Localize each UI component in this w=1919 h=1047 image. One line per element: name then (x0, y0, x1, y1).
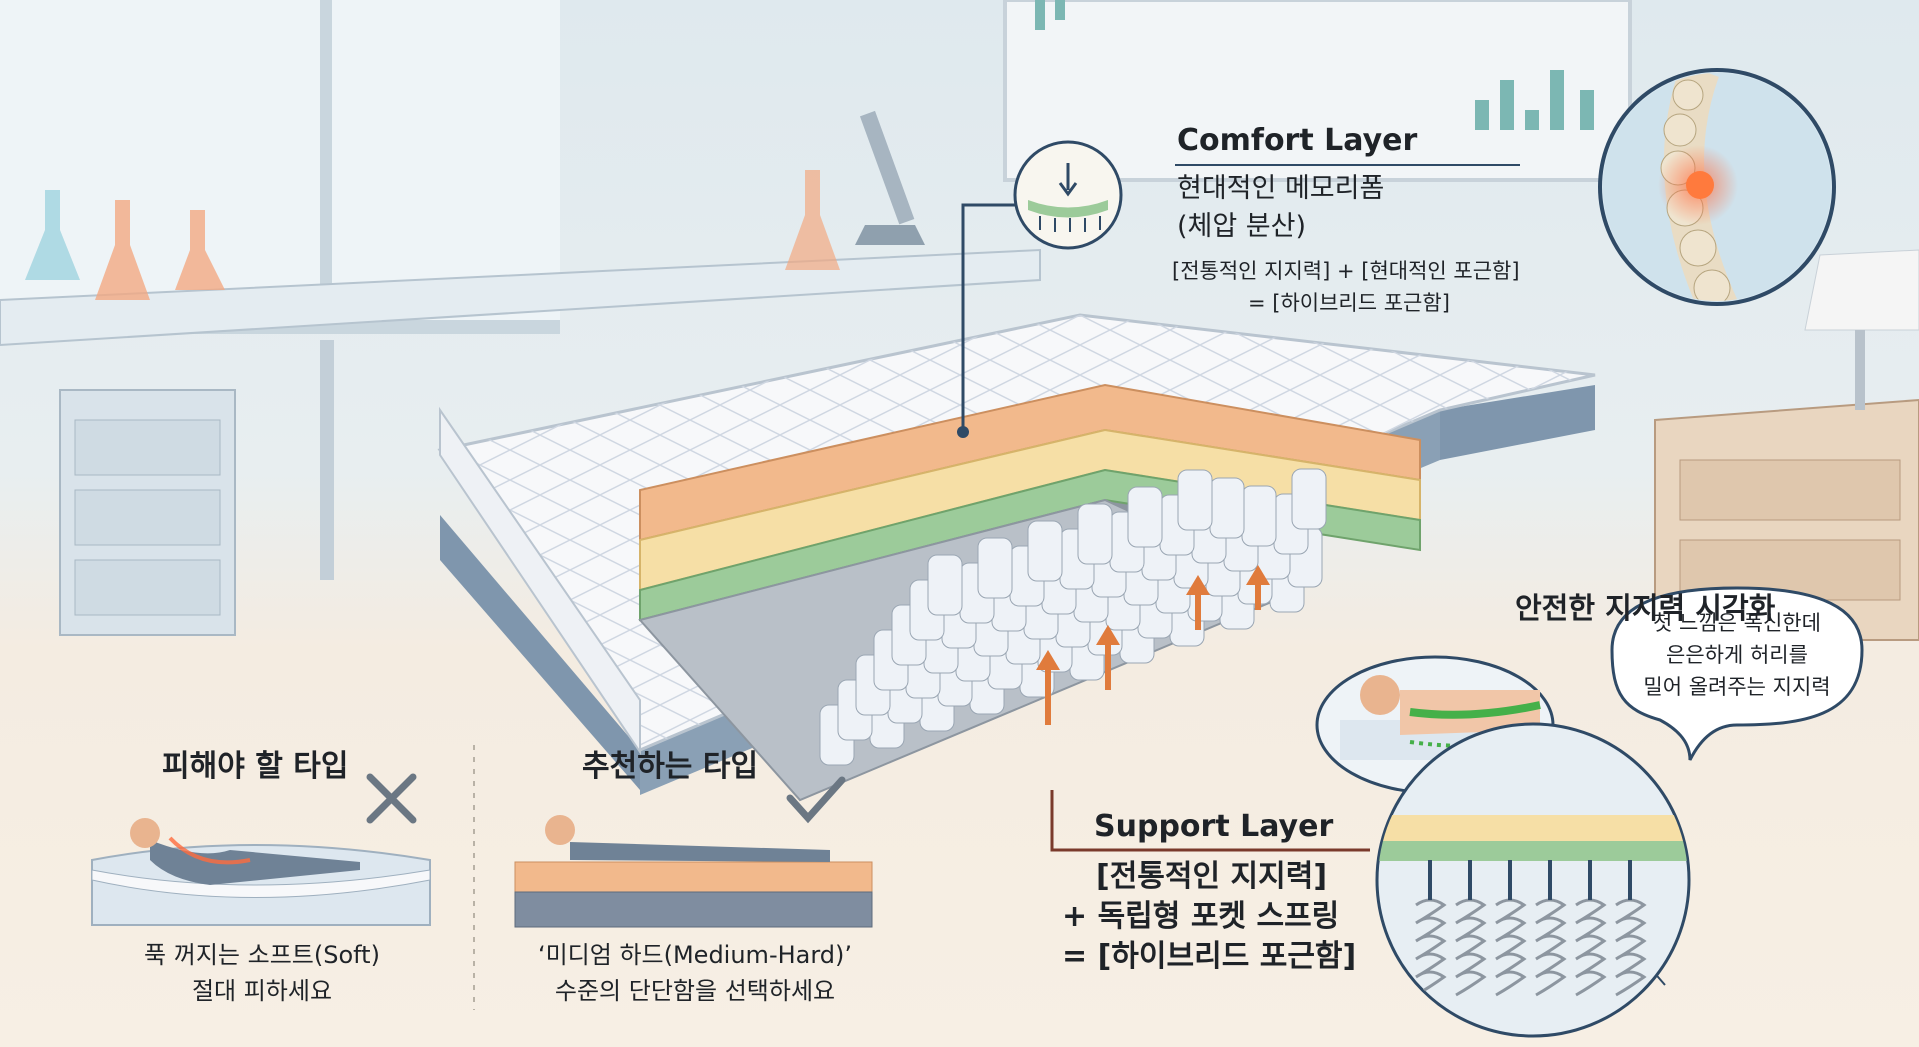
comfort-layer-formula-line2: = [하이브리드 포근함] (1248, 291, 1450, 315)
comfort-callout-line (957, 164, 1520, 438)
medium-hard-mattress-figure (514, 815, 873, 928)
recommend-type-title: 추천하는 타입 (582, 749, 759, 784)
pocket-spring (977, 537, 1013, 599)
coil-spring (1535, 898, 1567, 997)
nightstand (1654, 249, 1919, 641)
coil-spring (1615, 898, 1647, 997)
spring-zoom-circle (1375, 722, 1691, 1038)
recommend-type-desc2: 수준의 단단함을 선택하세요 (554, 977, 836, 1005)
comfort-layer-title: Comfort Layer (1177, 123, 1418, 158)
support-layer-title: Support Layer (1094, 809, 1334, 844)
wall-poster (1003, 0, 1632, 182)
pocket-spring (927, 554, 963, 616)
comfort-layer-formula-line1: [전통적인 지지력] + [현대적인 포근함] (1172, 259, 1520, 283)
comfort-layer-note: (체압 분산) (1177, 211, 1307, 242)
avoid-type-title: 피해야 할 타입 (162, 749, 349, 784)
comfort-layer-desc: 현대적인 메모리폼 (1177, 173, 1385, 204)
pocket-spring (1127, 486, 1163, 548)
spring-arrows (1036, 565, 1270, 725)
support-layer-line3: = [하이브리드 포근함] (1062, 939, 1357, 974)
soft-mattress-figure (91, 818, 431, 926)
coil-spring (1575, 898, 1607, 997)
bubble-line3: 밀어 올려주는 지지력 (1643, 675, 1831, 699)
pressure-distribution-icon (1013, 140, 1123, 250)
lab-desk (0, 110, 1041, 636)
pocket-spring (1177, 469, 1213, 531)
avoid-type-desc2: 절대 피하세요 (191, 977, 333, 1005)
pocket-spring (1027, 520, 1063, 582)
zoom-springs (1415, 898, 1647, 997)
support-callout-line (1050, 790, 1370, 852)
pocket-spring (1209, 477, 1245, 539)
support-layer-line2: + 독립형 포켓 스프링 (1062, 899, 1340, 934)
coil-spring (1455, 898, 1487, 997)
check-icon (786, 776, 846, 824)
bubble-line1: 첫 느낌은 폭신한데 (1653, 611, 1821, 635)
visualization-title: 안전한 지지력 시각화 (1515, 591, 1776, 625)
coil-spring (1415, 898, 1447, 997)
x-icon (366, 773, 417, 824)
coil-spring (1495, 898, 1527, 997)
pocket-spring (1077, 503, 1113, 565)
bubble-line2: 은은하게 허리를 (1666, 643, 1808, 667)
support-layer-line1: [전통적인 지지력] (1096, 859, 1328, 894)
pocket-spring (1291, 468, 1327, 530)
pocket-spring (1241, 485, 1277, 547)
speech-bubble (1610, 586, 1864, 761)
recommend-type-desc1: ‘미디엄 하드(Medium-Hard)’ (537, 941, 853, 969)
avoid-type-desc1: 푹 꺼지는 소프트(Soft) (144, 941, 380, 969)
spine-illustration (1598, 68, 1836, 306)
